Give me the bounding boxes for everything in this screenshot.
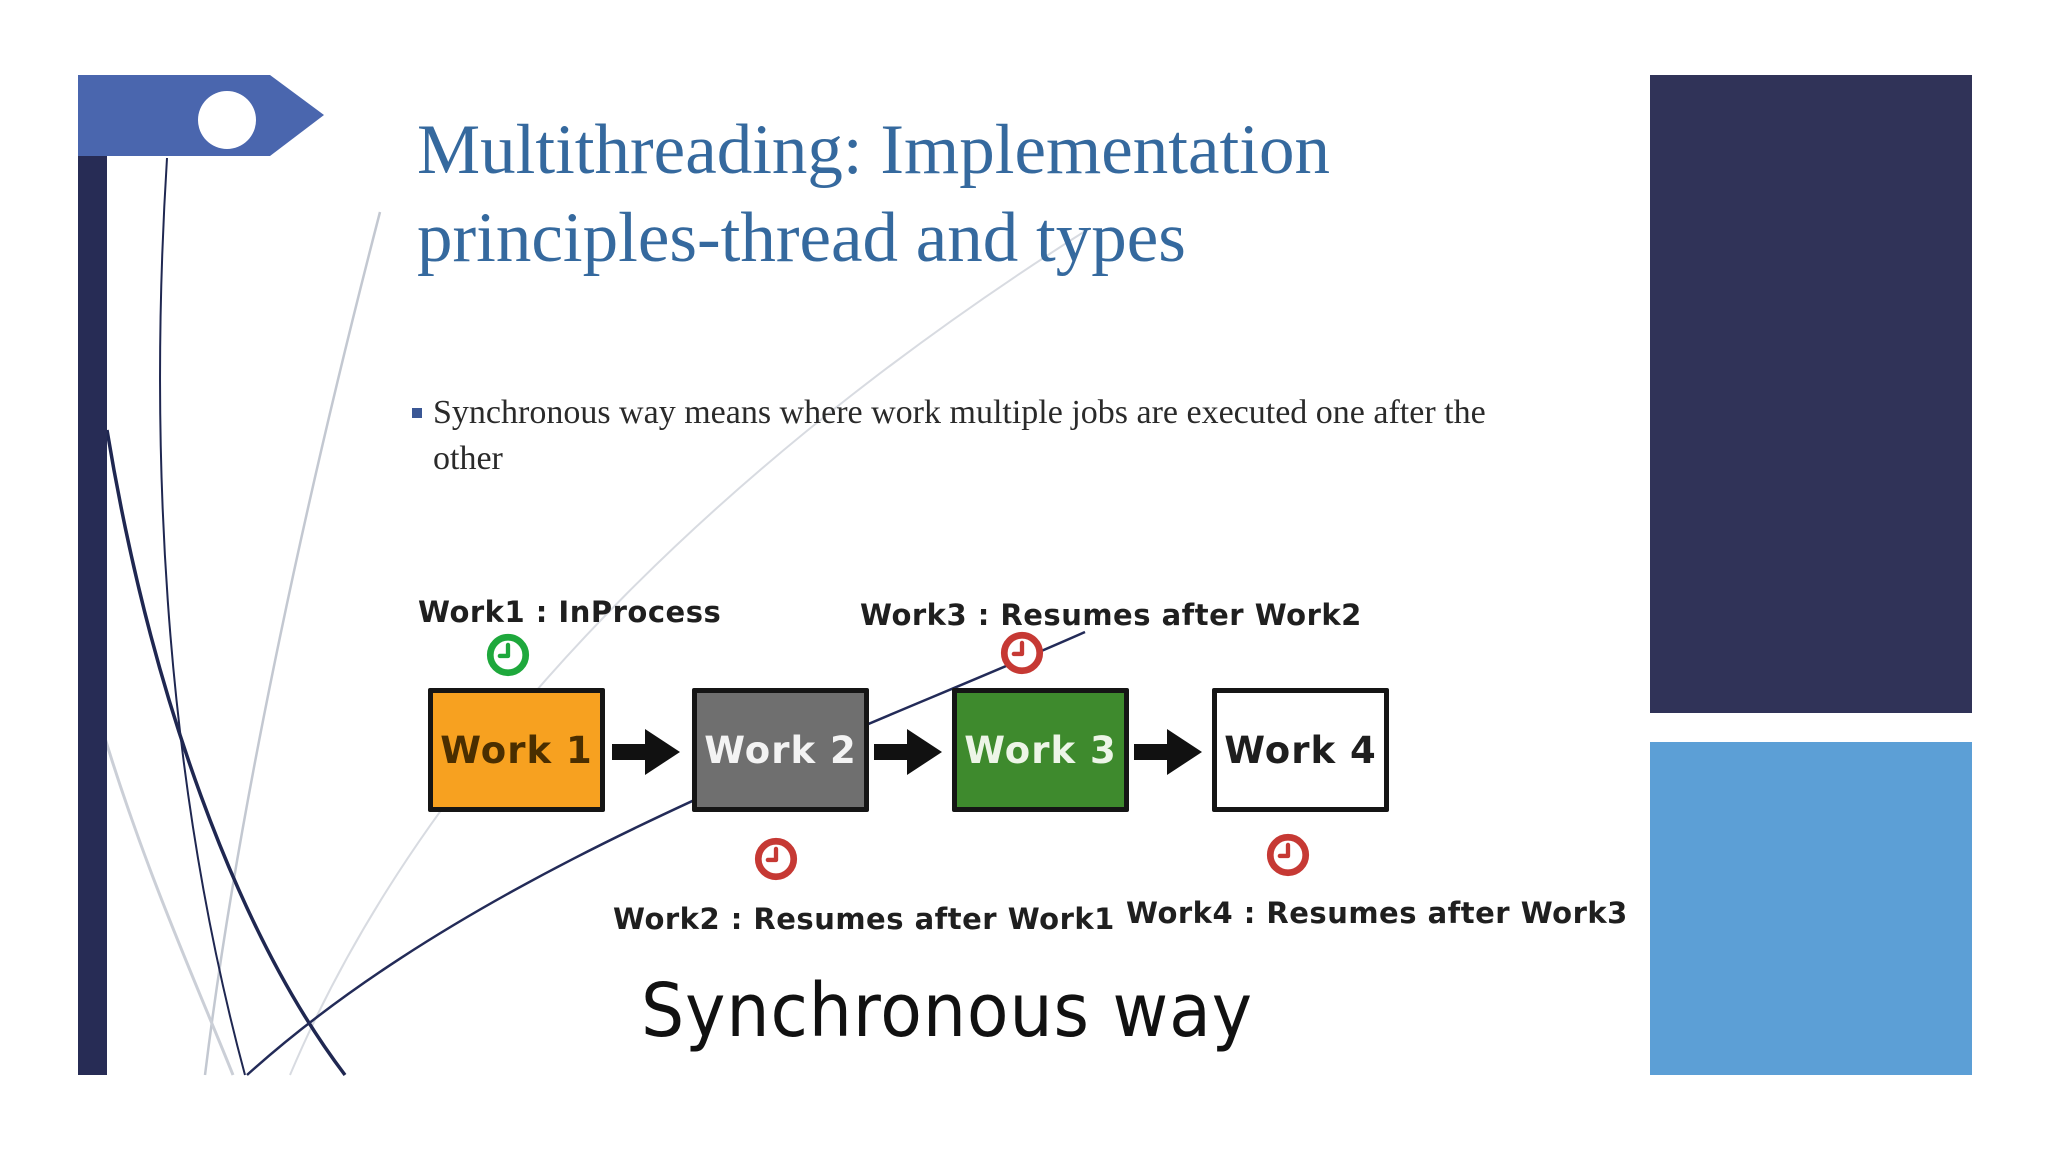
diagram-caption: Synchronous way xyxy=(641,968,1253,1054)
clock-icon-red-work2 xyxy=(754,837,798,881)
label-work1-inprocess: Work1 : InProcess xyxy=(418,595,722,629)
bullet-square-icon xyxy=(412,408,422,418)
arrow-icon-3 xyxy=(1134,729,1202,775)
work3-box: Work 3 xyxy=(952,688,1129,812)
slide-title: Multithreading: Implementation principle… xyxy=(417,110,1330,277)
bullet-text: Synchronous way means where work multipl… xyxy=(433,394,1486,478)
label-work3-resumes: Work3 : Resumes after Work2 xyxy=(860,598,1362,632)
clock-icon-red-work4 xyxy=(1266,833,1310,877)
ribbon-circle xyxy=(198,91,256,149)
label-work2-resumes: Work2 : Resumes after Work1 xyxy=(613,902,1115,936)
accent-rect-blue xyxy=(1650,742,1972,1075)
work2-box: Work 2 xyxy=(692,688,869,812)
accent-rect-dark xyxy=(1650,75,1972,713)
arrow-icon-2 xyxy=(874,729,942,775)
label-work4-resumes: Work4 : Resumes after Work3 xyxy=(1126,896,1628,930)
sidebar-accent-bar xyxy=(78,153,107,1075)
clock-icon-green xyxy=(486,633,530,677)
arrow-icon-1 xyxy=(612,729,680,775)
work1-box: Work 1 xyxy=(428,688,605,812)
ribbon-banner xyxy=(78,75,324,156)
work4-box: Work 4 xyxy=(1212,688,1389,812)
clock-icon-red-work3 xyxy=(1000,631,1044,675)
